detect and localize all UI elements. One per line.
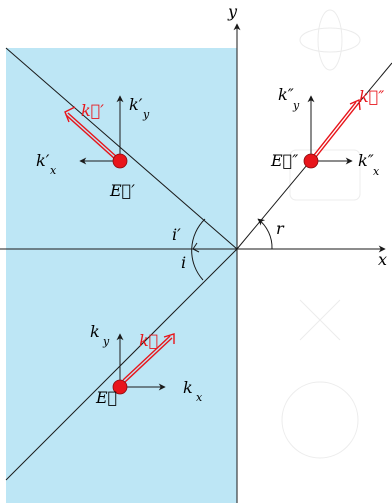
refracted-k-arrowhead xyxy=(349,98,361,111)
refracted-kx-subscript: x xyxy=(373,165,380,178)
reflected-field-dot xyxy=(112,153,128,169)
y-axis-label: y xyxy=(227,2,238,21)
refracted-ky-subscript: y xyxy=(292,99,300,112)
reflected-k-vector-inner xyxy=(66,113,117,159)
refracted-kx-label: k″ xyxy=(358,151,374,170)
angle-arc-ticks xyxy=(192,242,200,253)
reflected-ray xyxy=(5,47,238,250)
angle-arc-incident-reflected xyxy=(191,218,206,281)
incident-k-label: k⃗ xyxy=(139,331,158,350)
refracted-field-label: E⃗″ xyxy=(270,151,298,170)
refracted-wave-group: k⃗″ k″ y k″ x E⃗″ xyxy=(270,85,384,178)
reflected-ky-subscript: y xyxy=(142,108,150,121)
reflected-k-arrowhead xyxy=(64,106,76,123)
incident-field-label: E⃗ xyxy=(95,388,117,407)
angle-label-reflected: i′ xyxy=(172,225,181,244)
refracted-k-vector-inner xyxy=(314,102,358,157)
refracted-k-label: k⃗″ xyxy=(359,87,384,106)
incident-k-vector-inner xyxy=(123,336,172,382)
incident-kx-label: k xyxy=(183,378,193,397)
incident-ray xyxy=(5,248,238,481)
reflected-kx-label: k′ xyxy=(36,151,50,170)
reflected-k-label: k⃗′ xyxy=(81,101,104,120)
incident-kx-subscript: x xyxy=(196,391,203,404)
incident-wave-group: k⃗ k y k x E⃗ xyxy=(90,322,203,407)
reflected-field-label: E⃗′ xyxy=(109,181,135,200)
incident-ky-label: k xyxy=(90,322,100,341)
angle-arc-refracted xyxy=(257,218,273,250)
incident-ky-subscript: y xyxy=(102,335,110,348)
x-axis-label: x xyxy=(378,250,387,269)
refracted-field-dot xyxy=(303,153,319,169)
medium-region xyxy=(6,48,237,503)
incident-field-dot xyxy=(112,379,128,395)
reflected-ky-label: k′ xyxy=(129,95,143,114)
angle-label-incident: i xyxy=(181,253,186,272)
incident-k-arrowhead xyxy=(163,333,175,344)
reflected-kx-subscript: x xyxy=(50,164,57,177)
angle-label-refracted: r xyxy=(276,219,285,238)
refracted-ky-label: k″ xyxy=(278,85,294,104)
reflected-wave-group: k⃗′ k′ y k′ x E⃗′ xyxy=(36,95,150,200)
